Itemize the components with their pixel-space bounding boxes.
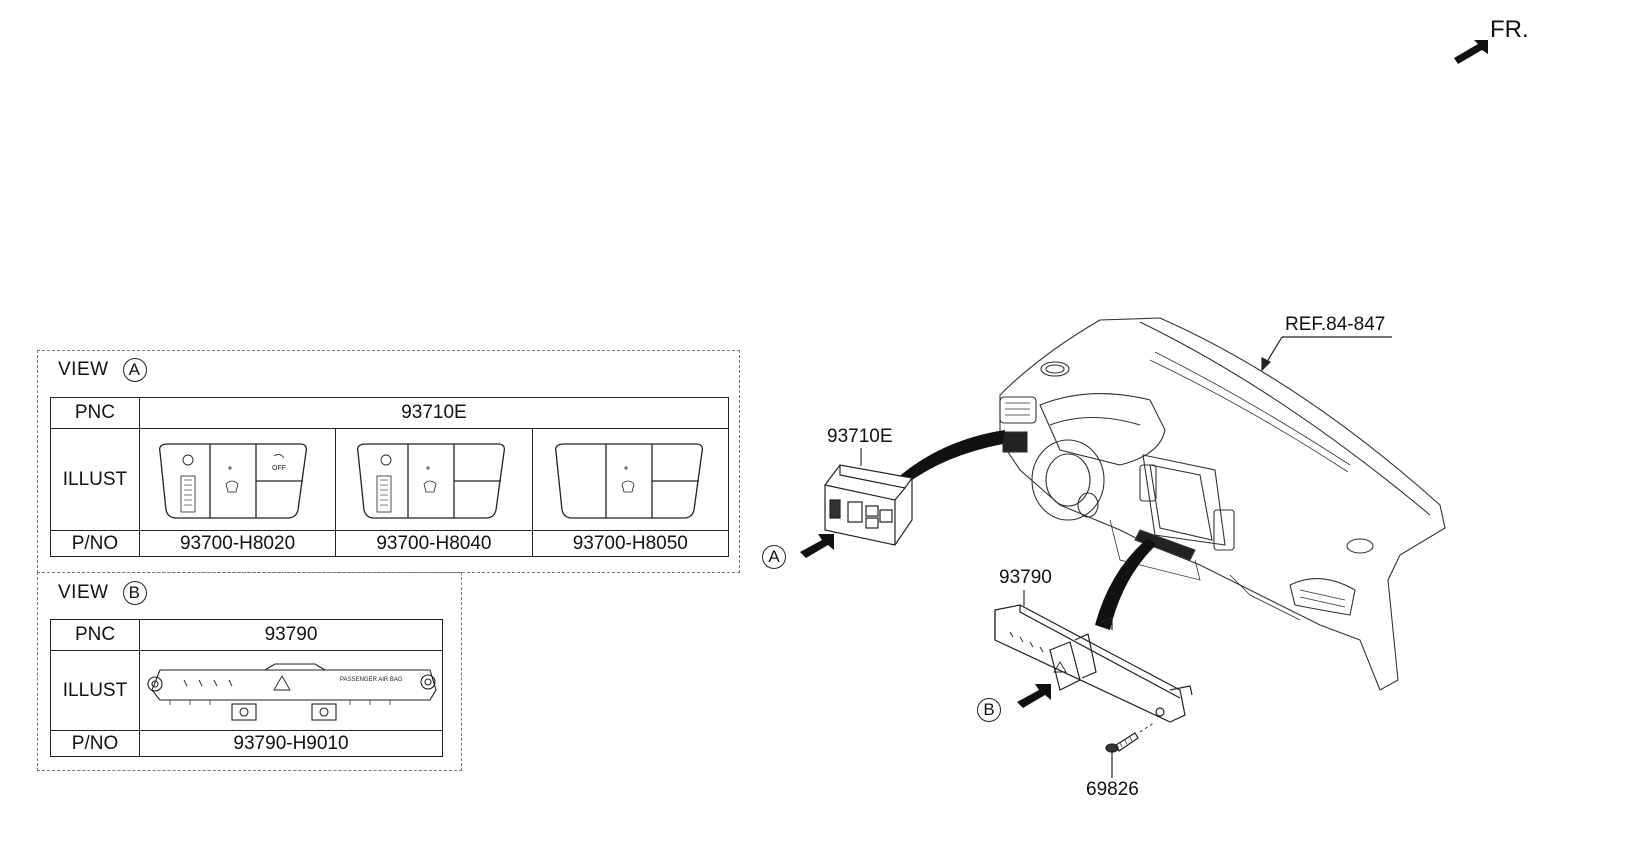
view-a-illust-1 <box>138 428 337 531</box>
front-direction-indicator: FR. <box>1452 14 1542 64</box>
screw-69826-drawing <box>1105 721 1156 778</box>
view-b-title: VIEW B <box>58 581 147 605</box>
ref-leader <box>1261 336 1392 372</box>
view-b-pnc-value: 93790 <box>139 619 443 651</box>
view-b-part-number: 93790-H9010 <box>139 730 443 757</box>
front-label: FR. <box>1490 16 1529 43</box>
view-a-arrow-icon <box>800 534 834 558</box>
leader-93710e <box>895 430 1005 485</box>
view-a-illust-label: ILLUST <box>50 428 140 531</box>
view-a-pno-label: P/NO <box>50 530 140 557</box>
switch-mount-location-a <box>1002 431 1028 453</box>
view-b-illust <box>139 650 443 731</box>
right-air-vent <box>1289 578 1356 616</box>
steering-wheel <box>1031 439 1105 521</box>
instrument-cluster-hood <box>1039 393 1166 466</box>
switch-93710e-drawing <box>824 464 913 546</box>
view-a-table: PNC 93710E ILLUST P/NO 93700-H8020 93700… <box>50 397 730 557</box>
left-air-vent <box>999 396 1037 424</box>
view-b-callout-marker: B <box>977 698 1001 722</box>
part-label-69826: 69826 <box>1086 779 1139 800</box>
view-a-illust-2 <box>335 428 533 531</box>
view-a-pnc-value: 93710E <box>138 397 730 429</box>
right-speaker-grille <box>1346 538 1374 554</box>
view-a-part-number-2: 93700-H8040 <box>335 530 533 557</box>
view-a-title: VIEW A <box>58 358 147 382</box>
dashboard-speaker-grille <box>1040 361 1070 377</box>
view-b-pnc-label: PNC <box>50 619 140 651</box>
leader-93790 <box>1095 538 1156 630</box>
view-b-label: VIEW <box>58 582 109 603</box>
dashboard-outline <box>999 317 1446 691</box>
front-arrow-icon <box>1454 40 1488 64</box>
part-label-93790: 93790 <box>999 567 1052 588</box>
view-a-pnc-label: PNC <box>50 397 140 429</box>
view-b-pno-label: P/NO <box>50 730 140 757</box>
view-a-illust-3 <box>531 428 730 531</box>
view-a-marker: A <box>122 358 147 382</box>
view-a-label: VIEW <box>58 359 109 380</box>
part-label-93710e: 93710E <box>827 426 893 447</box>
center-vent-right <box>1213 509 1235 551</box>
view-a-part-number-1: 93700-H8020 <box>138 530 337 557</box>
view-b-arrow-icon <box>1017 684 1051 708</box>
view-a-callout-marker: A <box>762 545 786 569</box>
center-display <box>1149 464 1213 541</box>
switch-93790-drawing <box>994 604 1193 723</box>
view-b-frame <box>37 572 462 771</box>
ref-label: REF.84-847 <box>1285 314 1386 335</box>
view-a-part-number-3: 93700-H8050 <box>531 530 730 557</box>
view-b-illust-label: ILLUST <box>50 650 140 731</box>
view-b-table: PNC 93790 ILLUST P/NO 93790-H9010 <box>50 619 443 757</box>
center-vent-left <box>1139 464 1157 502</box>
view-b-marker: B <box>122 581 147 605</box>
